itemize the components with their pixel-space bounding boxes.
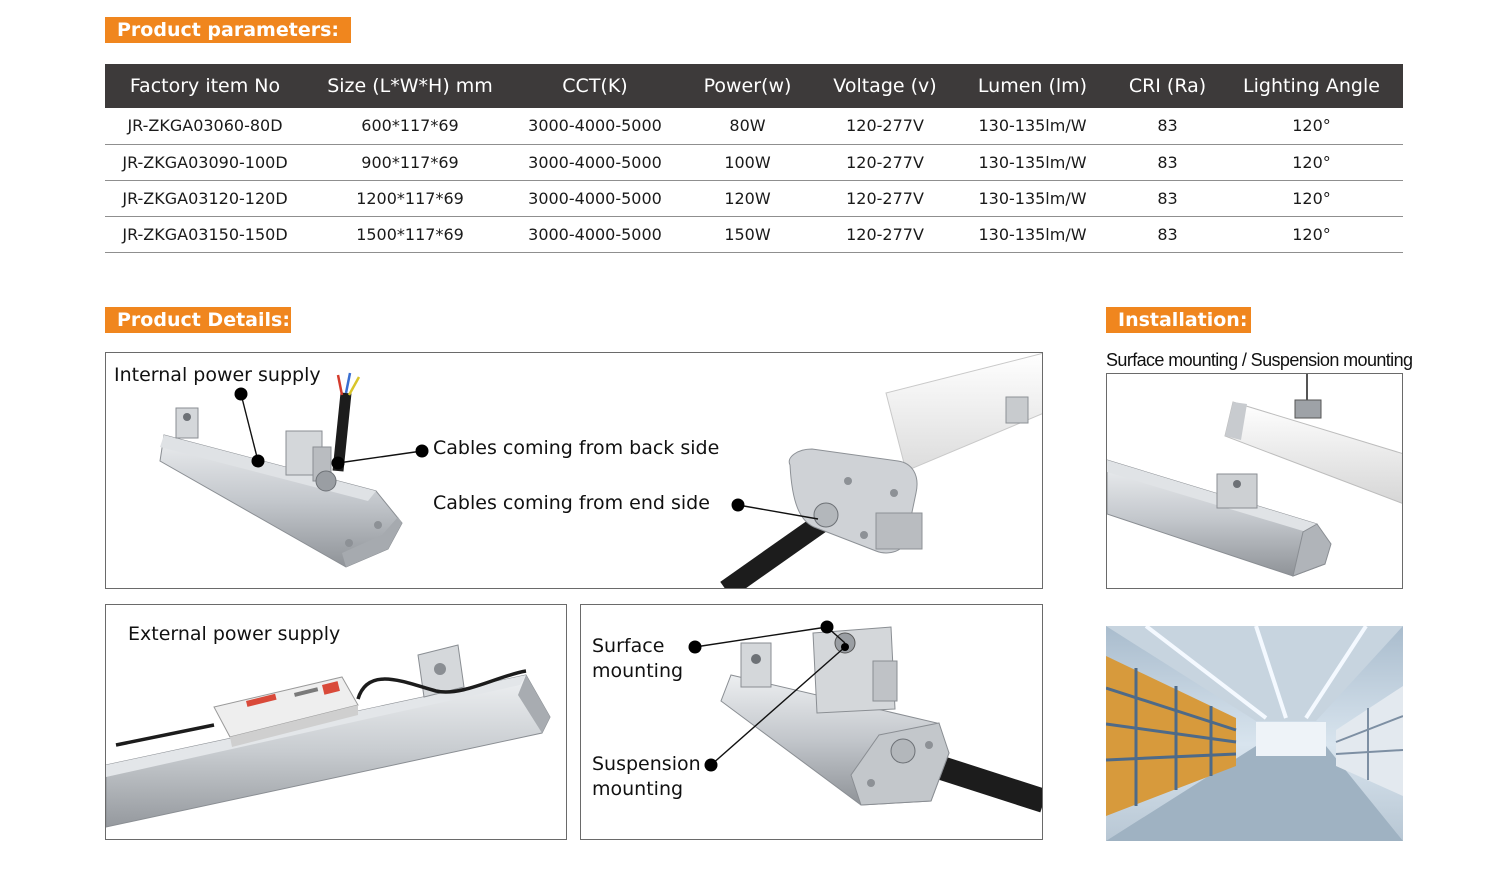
table-row: JR-ZKGA03090-100D 900*117*69 3000-4000-5… (105, 144, 1403, 181)
cell-lumen: 130-135lm/W (950, 180, 1115, 217)
cell-voltage: 120-277V (820, 180, 950, 217)
col-cct: CCT(K) (515, 64, 675, 108)
cell-item-no: JR-ZKGA03060-80D (105, 108, 305, 145)
cell-cct: 3000-4000-5000 (515, 180, 675, 217)
internal-power-supply-panel: Internal power supply Cables coming from… (105, 352, 1043, 589)
product-parameters-heading: Product parameters: (105, 17, 351, 43)
installation-heading: Installation: (1106, 307, 1251, 333)
cell-power: 120W (675, 180, 820, 217)
cell-angle: 120° (1220, 216, 1403, 253)
table-row: JR-ZKGA03150-150D 1500*117*69 3000-4000-… (105, 216, 1403, 253)
installation-fixture-photo (1106, 373, 1403, 589)
cell-angle: 120° (1220, 108, 1403, 145)
cell-angle: 120° (1220, 144, 1403, 181)
cell-lumen: 130-135lm/W (950, 216, 1115, 253)
installation-caption: Surface mounting / Suspension mounting (1106, 350, 1413, 370)
cell-size: 600*117*69 (305, 108, 515, 145)
warehouse-scene-illustration (1106, 626, 1403, 841)
col-lighting-angle: Lighting Angle (1220, 64, 1403, 108)
col-factory-item-no: Factory item No (105, 64, 305, 108)
cell-voltage: 120-277V (820, 216, 950, 253)
cell-cct: 3000-4000-5000 (515, 216, 675, 253)
external-power-supply-panel: External power supply (105, 604, 567, 840)
suspension-mounting-label-line2: mounting (592, 778, 684, 800)
cell-item-no: JR-ZKGA03150-150D (105, 216, 305, 253)
table-row: JR-ZKGA03120-120D 1200*117*69 3000-4000-… (105, 180, 1403, 217)
table-header-row: Factory item No Size (L*W*H) mm CCT(K) P… (105, 64, 1403, 108)
cell-cri: 83 (1115, 108, 1220, 145)
warehouse-installation-photo (1106, 626, 1403, 841)
col-size: Size (L*W*H) mm (305, 64, 515, 108)
cell-lumen: 130-135lm/W (950, 108, 1115, 145)
cell-angle: 120° (1220, 180, 1403, 217)
cell-cct: 3000-4000-5000 (515, 144, 675, 181)
cell-cri: 83 (1115, 180, 1220, 217)
cell-power: 80W (675, 108, 820, 145)
surface-mounting-label-line2: mounting (592, 660, 684, 682)
internal-power-supply-label: Internal power supply (114, 364, 321, 386)
cell-size: 1200*117*69 (305, 180, 515, 217)
col-power: Power(w) (675, 64, 820, 108)
surface-mounting-label-line1: Surface (592, 635, 665, 657)
cell-power: 100W (675, 144, 820, 181)
external-power-supply-illustration (106, 644, 551, 828)
cell-size: 900*117*69 (305, 144, 515, 181)
product-details-heading: Product Details: (105, 307, 291, 333)
cell-size: 1500*117*69 (305, 216, 515, 253)
cell-cri: 83 (1115, 144, 1220, 181)
cell-cct: 3000-4000-5000 (515, 108, 675, 145)
cell-item-no: JR-ZKGA03120-120D (105, 180, 305, 217)
suspension-mounting-label-line1: Suspension (592, 753, 701, 775)
col-cri: CRI (Ra) (1115, 64, 1220, 108)
cell-power: 150W (675, 216, 820, 253)
cell-item-no: JR-ZKGA03090-100D (105, 144, 305, 181)
surface-mounting-label: Surface mounting (592, 634, 683, 684)
cables-back-side-label: Cables coming from back side (433, 437, 720, 459)
internal-power-supply-illustration (159, 353, 1042, 588)
mounting-options-panel: Surface mounting Suspension mounting (580, 604, 1043, 840)
cell-lumen: 130-135lm/W (950, 144, 1115, 181)
external-power-supply-label: External power supply (128, 623, 341, 645)
product-parameters-table: Factory item No Size (L*W*H) mm CCT(K) P… (105, 64, 1403, 253)
cell-cri: 83 (1115, 216, 1220, 253)
cell-voltage: 120-277V (820, 144, 950, 181)
col-voltage: Voltage (v) (820, 64, 950, 108)
cables-end-side-label: Cables coming from end side (433, 492, 710, 514)
mounting-options-illustration (688, 620, 1042, 813)
col-lumen: Lumen (lm) (950, 64, 1115, 108)
mounted-fixtures-illustration (1107, 374, 1402, 577)
table-row: JR-ZKGA03060-80D 600*117*69 3000-4000-50… (105, 108, 1403, 145)
cell-voltage: 120-277V (820, 108, 950, 145)
suspension-mounting-label: Suspension mounting (592, 752, 701, 802)
